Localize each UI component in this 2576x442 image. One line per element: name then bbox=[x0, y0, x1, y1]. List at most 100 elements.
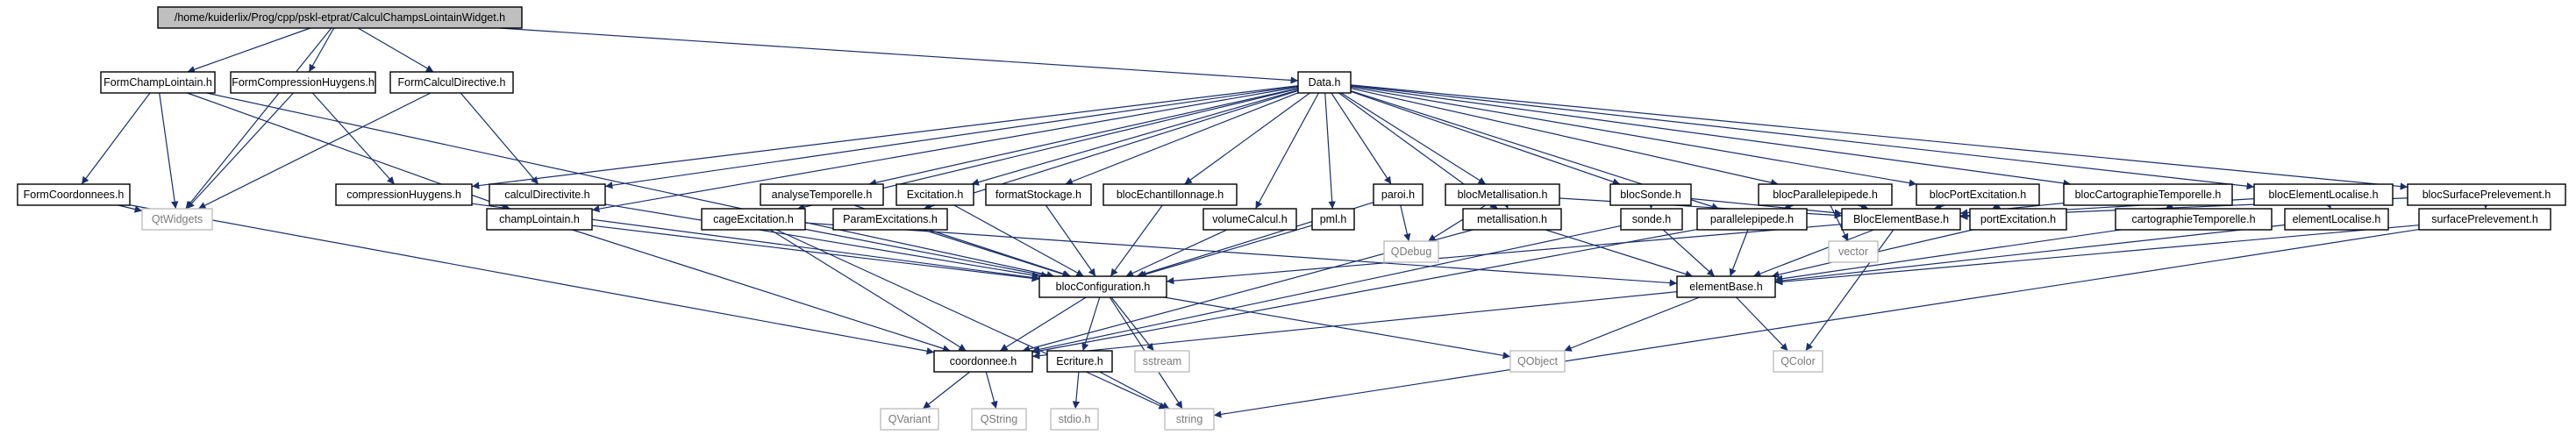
node-label: FormChampLointain.h bbox=[103, 76, 212, 89]
edge-data-to-excitation bbox=[971, 89, 1299, 186]
node-label: blocPortExcitation.h bbox=[1930, 189, 2027, 201]
node-label: metallisation.h bbox=[1477, 213, 1547, 225]
edge-data-to-bloc-cartographie-temporelle bbox=[1350, 85, 2072, 188]
node-pml[interactable]: pml.h bbox=[1311, 208, 1355, 231]
node-compression-huygens[interactable]: compressionHuygens.h bbox=[335, 183, 473, 206]
edge-champ-lointain-to-bloc-configuration bbox=[591, 225, 1040, 282]
node-form-coordonnees[interactable]: FormCoordonnees.h bbox=[17, 183, 131, 206]
node-label: blocElementLocalise.h bbox=[2268, 189, 2378, 201]
node-bloc-port-excitation[interactable]: blocPortExcitation.h bbox=[1916, 183, 2040, 206]
node-label: Ecriture.h bbox=[1056, 355, 1103, 367]
node-label: QDebug bbox=[1391, 246, 1432, 258]
node-bloc-surface-prelevement[interactable]: blocSurfacePrelevement.h bbox=[2407, 183, 2566, 206]
node-champ-lointain[interactable]: champLointain.h bbox=[486, 208, 593, 231]
node-label: ParamExcitations.h bbox=[843, 213, 938, 225]
node-label: blocMetallisation.h bbox=[1458, 189, 1548, 201]
edge-parallelepipede-to-element-base bbox=[1729, 229, 1749, 277]
node-label: FormCompressionHuygens.h bbox=[232, 76, 375, 89]
node-bloc-cartographie-temporelle[interactable]: blocCartographieTemporelle.h bbox=[2063, 183, 2233, 206]
node-box bbox=[1758, 183, 1893, 206]
node-bloc-echantillonnage[interactable]: blocEchantillonnage.h bbox=[1102, 183, 1238, 206]
node-label: champLointain.h bbox=[499, 213, 580, 225]
node-port-excitation[interactable]: portExcitation.h bbox=[1969, 208, 2067, 231]
node-bloc-element-localise[interactable]: blocElementLocalise.h bbox=[2253, 183, 2394, 206]
edge-parallelepipede-to-coordonnee bbox=[1031, 228, 1698, 355]
node-box bbox=[1676, 275, 1776, 298]
node-box bbox=[971, 408, 1027, 431]
edge-bloc-element-base-to-qcolor bbox=[1805, 229, 1895, 352]
node-qobject: QObject bbox=[1509, 350, 1566, 373]
edge-form-calcul-directive-to-qt-widgets bbox=[197, 92, 432, 210]
edge-format-stockage-to-bloc-configuration bbox=[1045, 204, 1096, 277]
node-label: Excitation.h bbox=[907, 189, 964, 201]
node-paroi[interactable]: paroi.h bbox=[1373, 183, 1424, 206]
node-box bbox=[141, 208, 213, 231]
node-label: blocSonde.h bbox=[1620, 189, 1681, 201]
edge-form-coordonnees-to-coordonnee bbox=[129, 204, 935, 355]
node-label: paroi.h bbox=[1381, 189, 1415, 201]
node-label: vector bbox=[1838, 246, 1868, 258]
edge-data-to-bloc-parallelepipede bbox=[1350, 88, 1779, 187]
edge-element-localise-to-element-base bbox=[1774, 224, 2286, 285]
node-label: coordonnee.h bbox=[950, 355, 1017, 367]
node-bloc-configuration[interactable]: blocConfiguration.h bbox=[1038, 275, 1167, 298]
node-bloc-sonde[interactable]: blocSonde.h bbox=[1609, 183, 1692, 206]
node-label: blocEchantillonnage.h bbox=[1117, 189, 1224, 201]
node-box bbox=[1916, 183, 2040, 206]
edge-root-to-data bbox=[499, 27, 1299, 84]
node-label: blocConfiguration.h bbox=[1056, 281, 1151, 293]
node-box bbox=[2063, 183, 2233, 206]
node-label: Data.h bbox=[1309, 76, 1341, 89]
node-element-base[interactable]: elementBase.h bbox=[1676, 275, 1776, 298]
node-box bbox=[1297, 71, 1352, 94]
node-root[interactable]: /home/kuiderlix/Prog/cpp/pskl-etprat/Cal… bbox=[157, 6, 523, 29]
node-cartographie-temporelle[interactable]: cartographieTemporelle.h bbox=[2115, 208, 2273, 231]
edge-metallisation-to-element-base bbox=[1545, 229, 1694, 278]
node-box bbox=[1134, 350, 1190, 373]
node-analyse-temporelle[interactable]: analyseTemporelle.h bbox=[760, 183, 884, 206]
node-form-calcul-directive[interactable]: FormCalculDirective.h bbox=[389, 71, 514, 94]
node-label: formatStockage.h bbox=[995, 189, 1081, 201]
edge-element-base-to-qcolor bbox=[1736, 296, 1788, 352]
edge-cage-excitation-to-coordonnee bbox=[770, 229, 967, 352]
node-metallisation[interactable]: metallisation.h bbox=[1462, 208, 1562, 231]
node-box bbox=[1620, 208, 1683, 231]
node-label: QColor bbox=[1780, 355, 1816, 367]
node-box bbox=[17, 183, 131, 206]
node-volume-calcul[interactable]: volumeCalcul.h bbox=[1202, 208, 1297, 231]
node-box bbox=[2253, 183, 2394, 206]
node-box bbox=[760, 183, 884, 206]
edge-root-to-form-calcul-directive bbox=[357, 27, 434, 73]
node-coordonnee[interactable]: coordonnee.h bbox=[933, 350, 1033, 373]
node-label: blocCartographieTemporelle.h bbox=[2075, 189, 2222, 201]
node-label: compressionHuygens.h bbox=[346, 189, 461, 201]
node-ecriture[interactable]: Ecriture.h bbox=[1046, 350, 1113, 373]
node-calcul-directivite[interactable]: calculDirectivite.h bbox=[489, 183, 606, 206]
edge-form-calcul-directive-to-calcul-directivite bbox=[460, 92, 539, 185]
node-parallelepipede[interactable]: parallelepipede.h bbox=[1696, 208, 1808, 231]
node-box bbox=[1445, 183, 1560, 206]
edge-cage-excitation-to-bloc-configuration bbox=[804, 228, 1049, 279]
node-excitation[interactable]: Excitation.h bbox=[896, 183, 974, 206]
edge-surface-prelevement-to-string bbox=[1213, 228, 2420, 418]
node-sonde[interactable]: sonde.h bbox=[1620, 208, 1683, 231]
node-bloc-metallisation[interactable]: blocMetallisation.h bbox=[1445, 183, 1560, 206]
node-data[interactable]: Data.h bbox=[1297, 71, 1352, 94]
node-format-stockage[interactable]: formatStockage.h bbox=[985, 183, 1092, 206]
node-box bbox=[486, 208, 593, 231]
node-box bbox=[1828, 240, 1879, 263]
edge-data-to-format-stockage bbox=[1065, 92, 1299, 185]
node-element-localise[interactable]: elementLocalise.h bbox=[2284, 208, 2389, 231]
node-box bbox=[1696, 208, 1808, 231]
node-form-compression-huygens[interactable]: FormCompressionHuygens.h bbox=[230, 71, 376, 94]
node-bloc-parallelepipede[interactable]: blocParallelepipede.h bbox=[1758, 183, 1893, 206]
node-param-excitations[interactable]: ParamExcitations.h bbox=[832, 208, 948, 231]
node-cage-excitation[interactable]: cageExcitation.h bbox=[701, 208, 806, 231]
node-surface-prelevement[interactable]: surfacePrelevement.h bbox=[2418, 208, 2551, 231]
node-form-champ-lointain[interactable]: FormChampLointain.h bbox=[100, 71, 216, 94]
edge-ecriture-to-stdio bbox=[1072, 371, 1081, 410]
node-bloc-element-base[interactable]: BlocElementBase.h bbox=[1841, 208, 1961, 231]
node-box bbox=[1311, 208, 1355, 231]
edge-excitation-to-bloc-configuration bbox=[953, 204, 1084, 277]
node-box bbox=[489, 183, 606, 206]
